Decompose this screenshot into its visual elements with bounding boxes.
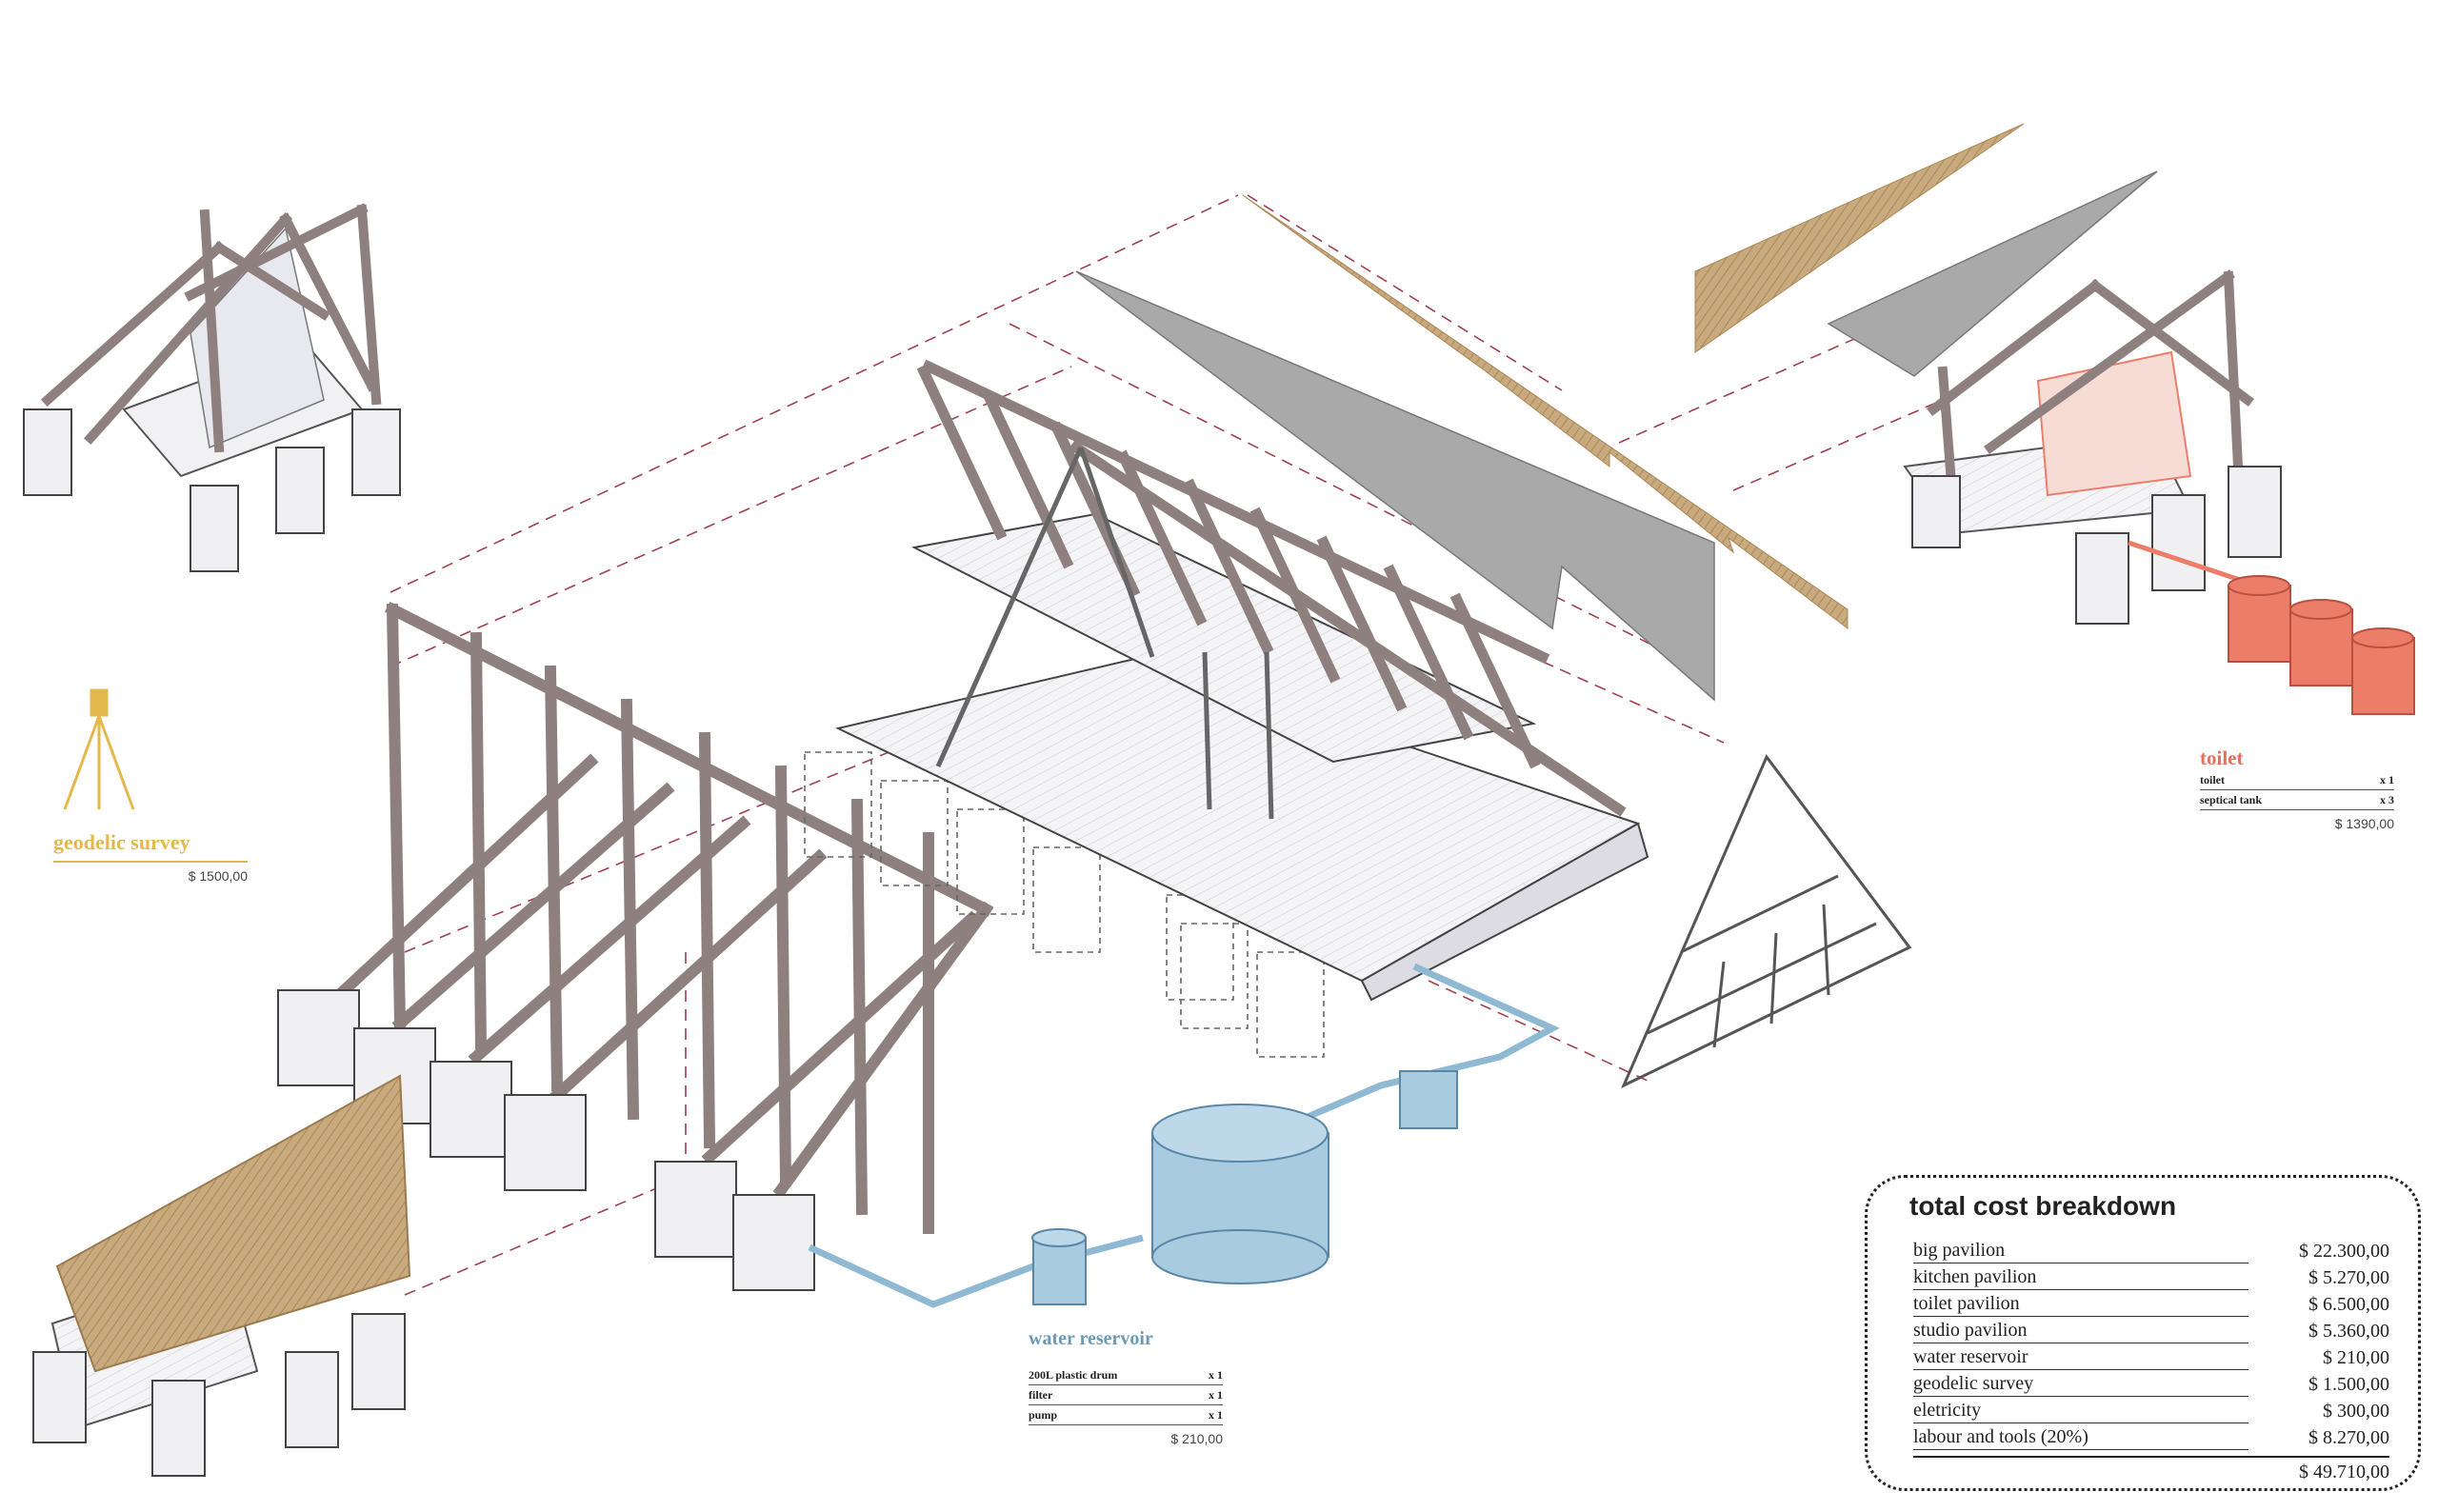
item-name: septical tank (2200, 793, 2263, 806)
item-qty: x 1 (1209, 1368, 1223, 1382)
cost-row: big pavilion $ 22.300,00 (1913, 1237, 2389, 1263)
metal-roof-sheets (1075, 170, 2158, 702)
item-name: filter (1029, 1388, 1053, 1402)
total-cost-breakdown-panel: total cost breakdown big pavilion $ 22.3… (1865, 1175, 2421, 1491)
cost-row: labour and tools (20%) $ 8.270,00 (1913, 1423, 2389, 1450)
cost-item-name: eletricity (1913, 1400, 2248, 1423)
cost-item-value: $ 300,00 (2323, 1401, 2389, 1422)
cost-item-value: $ 5.270,00 (2308, 1267, 2389, 1288)
item-name: toilet (2200, 773, 2225, 786)
cost-row: studio pavilion $ 5.360,00 (1913, 1317, 2389, 1343)
list-item: septical tank x 3 (2200, 790, 2394, 810)
cost-item-name: toilet pavilion (1913, 1293, 2248, 1317)
geodelic-survey-title: geodelic survey (53, 830, 190, 854)
cost-item-value: $ 210,00 (2323, 1347, 2389, 1368)
cost-item-name: big pavilion (1913, 1240, 2248, 1263)
geodelic-survey-price: $ 1500,00 (188, 868, 248, 884)
item-qty: x 1 (1209, 1388, 1223, 1402)
water-reservoir-label: water reservoir 200L plastic drum x 1 fi… (1029, 1328, 1223, 1446)
item-qty: x 3 (2380, 793, 2394, 806)
cost-row: geodelic survey $ 1.500,00 (1913, 1370, 2389, 1397)
toilet-title: toilet (2200, 746, 2244, 769)
cost-item-name: water reservoir (1913, 1346, 2248, 1370)
toilet-label: toilet toilet x 1 septical tank x 3 $ 13… (2200, 746, 2394, 831)
thatch-roof-panels (1242, 123, 2025, 630)
item-qty: x 1 (1209, 1408, 1223, 1422)
cost-title: total cost breakdown (1909, 1191, 2177, 1221)
survey-tripod-icon (63, 688, 135, 810)
list-item: filter x 1 (1029, 1385, 1223, 1405)
list-item: 200L plastic drum x 1 (1029, 1365, 1223, 1385)
cost-item-value: $ 5.360,00 (2308, 1321, 2389, 1342)
cost-item-name: studio pavilion (1913, 1320, 2248, 1343)
geodelic-survey-label: geodelic survey $ 1500,00 (53, 830, 248, 884)
cost-row: toilet pavilion $ 6.500,00 (1913, 1290, 2389, 1317)
main-deck (835, 512, 1649, 1002)
cost-list: big pavilion $ 22.300,00 kitchen pavilio… (1913, 1237, 2389, 1483)
cost-total: $ 49.710,00 (1913, 1456, 2389, 1483)
list-item: toilet x 1 (2200, 770, 2394, 790)
cost-row: kitchen pavilion $ 5.270,00 (1913, 1263, 2389, 1290)
geodelic-survey-rule (53, 861, 248, 863)
toilet-pavilion-model (1903, 269, 2282, 625)
studio-pavilion-model (32, 1074, 411, 1477)
main-roof-rafters (916, 359, 1627, 817)
cost-item-value: $ 6.500,00 (2308, 1294, 2389, 1315)
septic-tanks (2128, 540, 2415, 715)
main-gable-frame (935, 446, 1274, 820)
big-pavilion-footings (277, 989, 815, 1291)
list-item: pump x 1 (1029, 1405, 1223, 1425)
big-pavilion-frames (315, 601, 994, 1234)
water-reservoir-title: water reservoir (1029, 1328, 1153, 1349)
cost-row: water reservoir $ 210,00 (1913, 1343, 2389, 1370)
kitchen-pavilion-model (23, 203, 401, 572)
cost-item-value: $ 8.270,00 (2308, 1427, 2389, 1448)
item-qty: x 1 (2380, 773, 2394, 786)
cost-item-name: kitchen pavilion (1913, 1266, 2248, 1290)
cost-row: eletricity $ 300,00 (1913, 1397, 2389, 1423)
cost-total-value: $ 49.710,00 (2299, 1462, 2389, 1482)
cost-item-name: geodelic survey (1913, 1373, 2248, 1397)
water-reservoir-price: $ 210,00 (1170, 1431, 1224, 1446)
item-name: 200L plastic drum (1029, 1368, 1118, 1382)
cost-item-name: labour and tools (20%) (1913, 1426, 2248, 1450)
item-name: pump (1029, 1408, 1058, 1422)
cost-item-value: $ 22.300,00 (2299, 1241, 2389, 1262)
cost-item-value: $ 1.500,00 (2308, 1374, 2389, 1395)
water-system (808, 963, 1560, 1308)
a-frame-gable (1621, 754, 1912, 1089)
toilet-price: $ 1390,00 (2334, 816, 2394, 831)
